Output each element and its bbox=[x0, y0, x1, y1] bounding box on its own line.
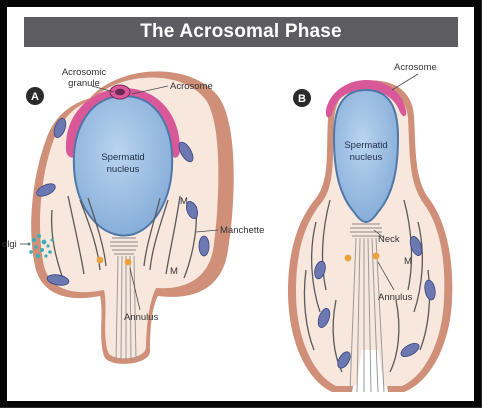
leaders-b bbox=[373, 73, 419, 291]
panel-b-badge: B bbox=[293, 89, 311, 107]
label-golgi: olgi bbox=[2, 239, 17, 250]
svg-text:A: A bbox=[31, 91, 39, 103]
label-annulus-a: Annulus bbox=[124, 312, 159, 323]
spermatid-nucleus-a bbox=[72, 94, 174, 237]
label-m-upper-a: M bbox=[180, 196, 188, 207]
label-acrosomic-granule-1: Acrosomic bbox=[62, 67, 107, 78]
annulus-a-left bbox=[96, 256, 104, 264]
label-nucleus-a-1: Spermatid bbox=[101, 152, 144, 163]
golgi-a bbox=[27, 234, 54, 259]
label-acrosome-a: Acrosome bbox=[170, 81, 213, 92]
mitochondria-a bbox=[36, 118, 210, 286]
svg-text:B: B bbox=[298, 93, 306, 105]
annulus-a-right bbox=[124, 258, 132, 266]
cell-b: B Acrosome Spermatid nucleus Neck M Annu… bbox=[288, 62, 453, 393]
title-bar: The Acrosomal Phase bbox=[24, 17, 458, 47]
acrosomic-granule bbox=[109, 84, 131, 100]
flagellum-b bbox=[349, 237, 385, 393]
leaders-a bbox=[20, 85, 219, 311]
panel-a-badge: A bbox=[26, 87, 44, 105]
label-nucleus-b-2: nucleus bbox=[350, 152, 383, 163]
label-m-lower-a: M bbox=[170, 266, 178, 277]
label-acrosome-b: Acrosome bbox=[394, 62, 437, 73]
annulus-b-right bbox=[372, 252, 380, 260]
label-manchette: Manchette bbox=[220, 225, 264, 236]
label-neck: Neck bbox=[378, 234, 400, 245]
flagellum-a bbox=[115, 255, 137, 361]
label-m-b: M bbox=[404, 256, 412, 267]
label-nucleus-a-2: nucleus bbox=[107, 164, 140, 175]
acrosome-b bbox=[325, 80, 407, 118]
annulus-b-left bbox=[344, 254, 352, 262]
label-acrosomic-granule-2: granule bbox=[68, 78, 100, 89]
figure-title: The Acrosomal Phase bbox=[140, 21, 342, 42]
mitochondria-b bbox=[314, 236, 436, 369]
label-nucleus-b-1: Spermatid bbox=[344, 140, 387, 151]
cell-a: A Acrosomic granule Acrosome Spermatid n… bbox=[2, 67, 264, 364]
neck-a bbox=[110, 237, 138, 255]
manchette-a bbox=[50, 195, 198, 279]
spermatid-nucleus-b bbox=[332, 88, 400, 224]
label-annulus-b: Annulus bbox=[378, 292, 413, 303]
